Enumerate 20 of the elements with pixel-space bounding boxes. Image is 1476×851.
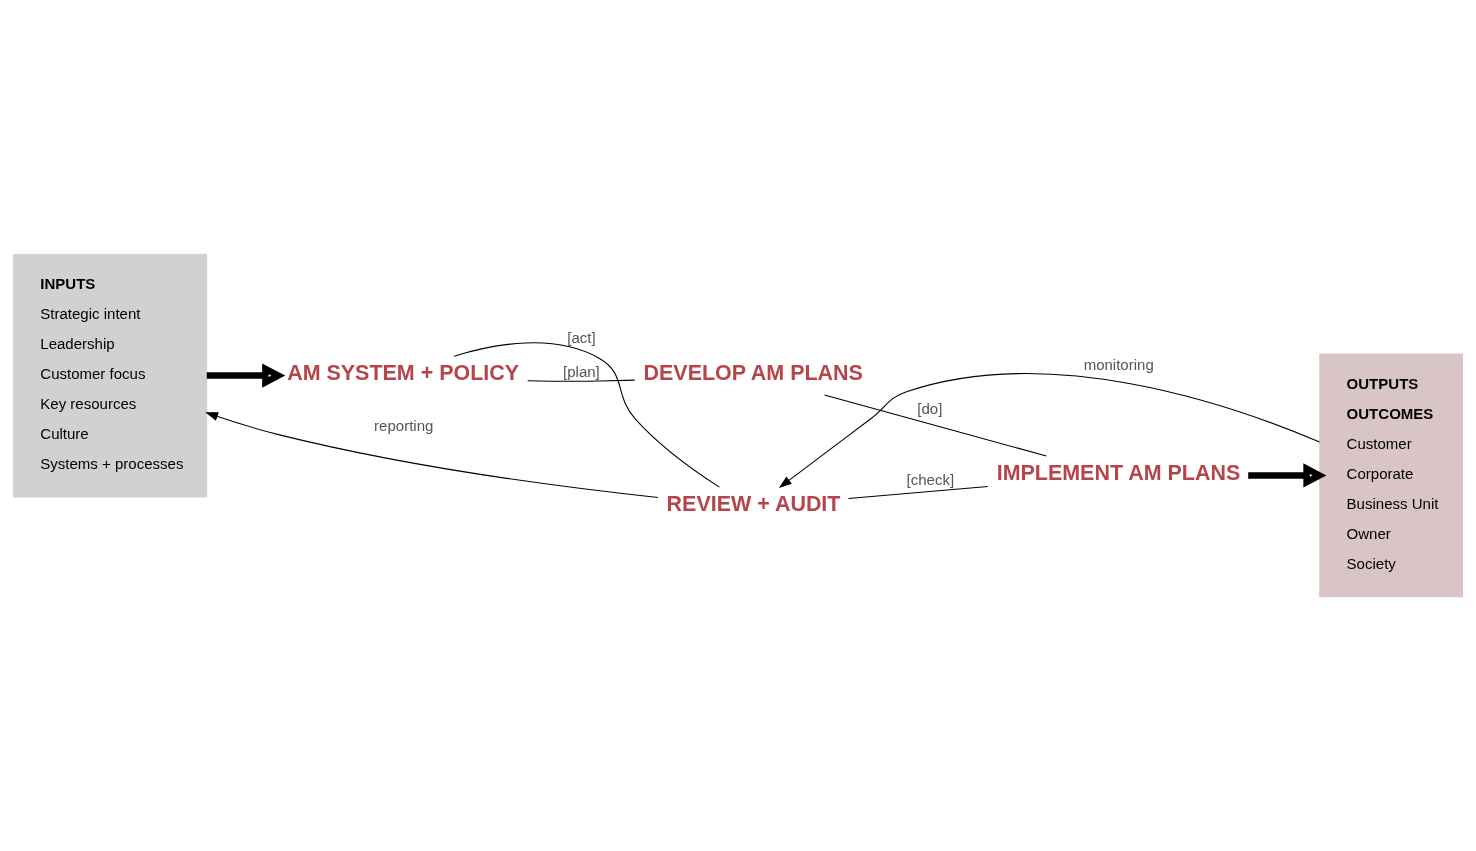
node-text: AM SYSTEM + POLICY	[287, 360, 520, 385]
edge-label: [check]	[906, 471, 955, 489]
node-box: OUTPUTS OUTCOMES Customer Corporate Business Unit Owner Society	[1319, 353, 1464, 598]
node-text: DEVELOP AM PLANS	[643, 360, 863, 385]
edge-label: monitoring	[1083, 356, 1154, 374]
connector	[527, 379, 636, 382]
arrow	[778, 373, 1321, 488]
connector	[823, 394, 1047, 457]
edge-label: reporting	[374, 416, 434, 434]
arrow	[1248, 463, 1327, 488]
edge-label: [do]	[917, 400, 943, 418]
connector	[847, 485, 989, 499]
edge-label: [plan]	[563, 362, 600, 380]
node-text: IMPLEMENT AM PLANS	[996, 460, 1241, 485]
node-box: INPUTS Strategic intent Leadership Customer focus Key resources Culture Systems + processes	[12, 253, 208, 498]
arrow	[206, 363, 286, 388]
edge-label: [act]	[567, 328, 596, 346]
node-text: REVIEW + AUDIT	[666, 491, 841, 516]
arrow	[205, 412, 659, 499]
connector	[453, 342, 720, 488]
